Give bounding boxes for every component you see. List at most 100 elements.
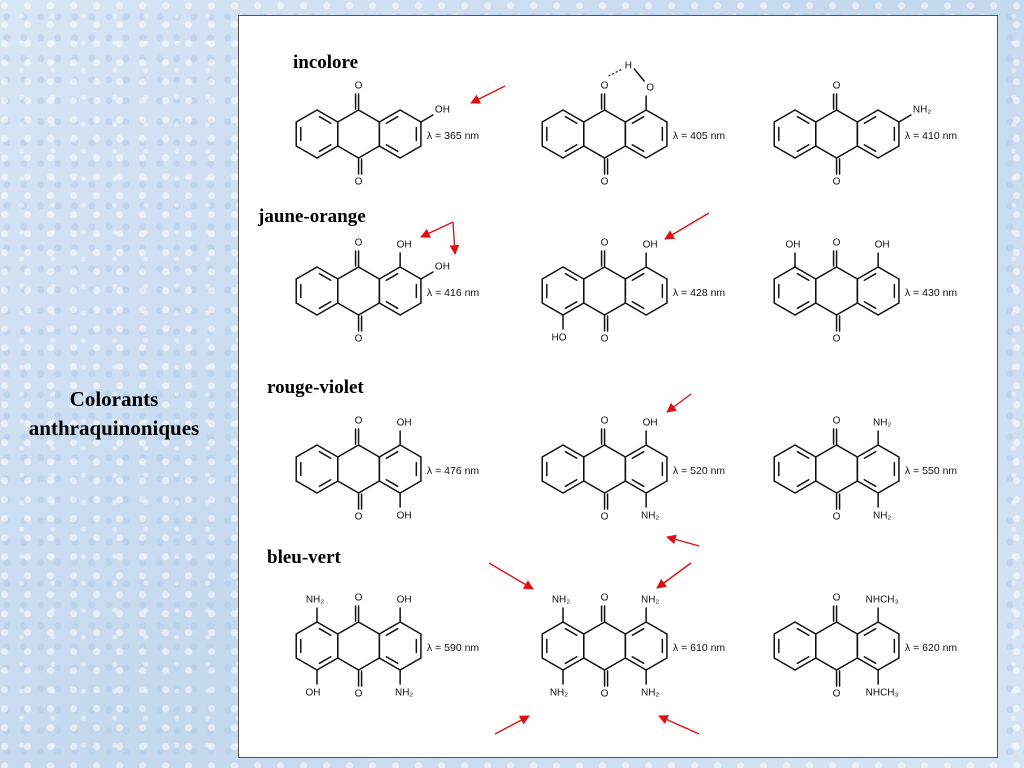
ring-bond xyxy=(583,657,606,671)
ring-double-bond xyxy=(796,450,810,459)
carbonyl-oxygen-top: O xyxy=(833,81,841,92)
carbonyl-oxygen-bottom: O xyxy=(833,334,841,345)
ring-bond xyxy=(399,266,422,280)
wavelength-label: λ = 416 nm xyxy=(427,287,479,299)
substituent-label: NH₂ xyxy=(395,688,413,699)
ring-bond xyxy=(815,302,838,316)
highlight-arrow xyxy=(494,715,530,735)
ring-double-bond xyxy=(385,272,399,281)
ring-bond xyxy=(815,109,838,123)
ring-double-bond xyxy=(385,115,399,124)
substituent-bond xyxy=(633,68,645,82)
substituent-label: NH₂ xyxy=(641,595,659,606)
substituent-label: OH xyxy=(397,511,412,522)
wavelength-label: λ = 430 nm xyxy=(905,287,957,299)
ring-double-bond xyxy=(863,272,877,281)
carbonyl-oxygen-bottom: O xyxy=(355,334,363,345)
ring-bond xyxy=(541,480,564,494)
ring-bond xyxy=(835,480,859,494)
ring-bond xyxy=(624,657,647,671)
carbonyl-oxygen-bottom: O xyxy=(601,334,609,345)
ring-bond xyxy=(399,145,422,159)
ring-bond xyxy=(856,480,879,494)
ring-bond xyxy=(295,480,318,494)
ring-double-bond xyxy=(385,627,399,636)
ring-bond xyxy=(603,302,627,316)
ring-bond xyxy=(357,109,381,123)
ring-double-bond xyxy=(863,144,877,153)
substituent-label: OH xyxy=(397,418,412,429)
highlight-arrow xyxy=(666,534,700,547)
ring-double-bond xyxy=(631,301,645,310)
ring-double-bond xyxy=(863,450,877,459)
carbonyl-oxygen-bottom: O xyxy=(833,512,841,523)
wavelength-label: λ = 410 nm xyxy=(905,130,957,142)
ring-bond xyxy=(624,444,647,458)
ring-bond xyxy=(337,444,360,458)
substituent-label: NH₂ xyxy=(550,688,568,699)
molecule-3: O O NH₂ λ = 410 nm xyxy=(773,81,957,188)
ring-bond xyxy=(378,621,401,635)
ring-bond xyxy=(645,621,668,635)
group-label-jaune-orange: jaune-orange xyxy=(258,206,366,227)
carbonyl-oxygen-bottom: O xyxy=(355,177,363,188)
ring-bond xyxy=(773,109,796,123)
substituent-label: OH xyxy=(306,688,321,699)
ring-double-bond xyxy=(863,479,877,488)
ring-bond xyxy=(399,109,422,123)
ring-bond xyxy=(357,266,381,280)
ring-bond xyxy=(562,302,585,316)
ring-double-bond xyxy=(796,115,810,124)
ring-bond xyxy=(337,266,360,280)
ring-bond xyxy=(541,109,564,123)
ring-double-bond xyxy=(318,450,332,459)
highlight-arrow xyxy=(488,562,534,590)
ring-bond xyxy=(815,145,838,159)
ring-double-bond xyxy=(863,115,877,124)
ring-bond xyxy=(856,657,879,671)
carbonyl-oxygen-bottom: O xyxy=(355,689,363,700)
substituent-label: OH xyxy=(435,262,450,273)
highlight-arrow xyxy=(470,85,506,104)
ring-bond xyxy=(773,621,796,635)
ring-bond xyxy=(835,657,859,671)
ring-bond xyxy=(856,109,879,123)
substituent-label: OH xyxy=(397,595,412,606)
ring-bond xyxy=(562,480,585,494)
ring-bond xyxy=(603,480,627,494)
ring-bond xyxy=(794,621,817,635)
ring-double-bond xyxy=(385,144,399,153)
ring-bond xyxy=(337,480,360,494)
substituent-label: NH₂ xyxy=(913,105,931,116)
ring-bond xyxy=(794,657,817,671)
carbonyl-oxygen-bottom: O xyxy=(601,177,609,188)
ring-double-bond xyxy=(796,272,810,281)
ring-bond xyxy=(603,444,627,458)
ring-bond xyxy=(378,480,401,494)
ring-bond xyxy=(794,266,817,280)
ring-bond xyxy=(645,145,668,159)
substituent-label: NHCH₃ xyxy=(866,688,899,699)
ring-bond xyxy=(835,145,859,159)
ring-bond xyxy=(856,266,879,280)
ring-bond xyxy=(877,621,900,635)
substituent-label: OH xyxy=(786,240,801,251)
ring-bond xyxy=(357,480,381,494)
ring-bond xyxy=(856,621,879,635)
ring-bond xyxy=(562,444,585,458)
ring-bond xyxy=(378,109,401,123)
ring-bond xyxy=(562,266,585,280)
ring-bond xyxy=(773,266,796,280)
ring-bond xyxy=(583,444,606,458)
ring-bond xyxy=(337,145,360,159)
ring-double-bond xyxy=(318,627,332,636)
carbonyl-oxygen-bottom: O xyxy=(833,177,841,188)
ring-double-bond xyxy=(631,656,645,665)
ring-bond xyxy=(378,266,401,280)
ring-bond xyxy=(295,621,318,635)
ring-double-bond xyxy=(564,301,578,310)
highlight-arrow xyxy=(664,212,710,240)
